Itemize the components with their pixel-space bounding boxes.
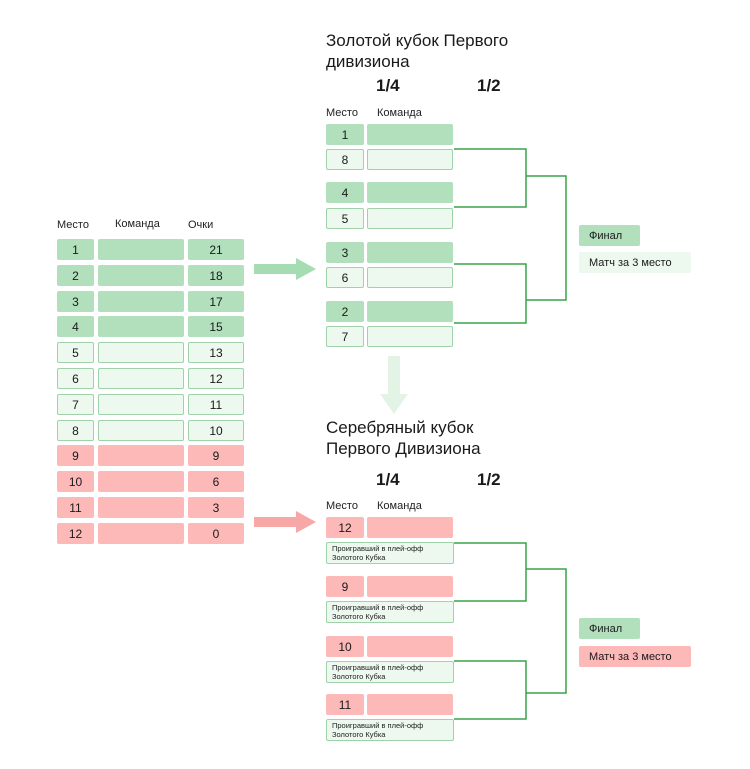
standings-team-cell xyxy=(98,239,184,260)
gold-team-slot xyxy=(367,182,453,203)
gold-seed-cell: 7 xyxy=(326,326,364,347)
gold-bracket-lines xyxy=(454,148,567,324)
standings-team-cell xyxy=(98,265,184,286)
standings-points-cell: 11 xyxy=(188,394,244,415)
gold-third-place-badge: Матч за 3 место xyxy=(579,252,691,273)
standings-place-cell: 3 xyxy=(57,291,94,312)
silver-round-quarter: 1/4 xyxy=(376,470,400,489)
standings-team-cell xyxy=(98,523,184,544)
standings-points-cell: 12 xyxy=(188,368,244,389)
loser-line1: Проигравший в плей-офф xyxy=(332,603,424,612)
gold-team-slot xyxy=(367,267,453,288)
standings-team-cell xyxy=(98,471,184,492)
standings-team-cell xyxy=(98,316,184,337)
standings-team-cell xyxy=(98,497,184,518)
gold-seed-cell: 6 xyxy=(326,267,364,288)
gold-team-slot xyxy=(367,326,453,347)
silver-seed-cell: 10 xyxy=(326,636,364,657)
gold-seed-cell: 5 xyxy=(326,208,364,229)
standings-place-cell: 8 xyxy=(57,420,94,441)
standings-place-cell: 5 xyxy=(57,342,94,363)
gold-seed-cell: 1 xyxy=(326,124,364,145)
loser-line1: Проигравший в плей-офф xyxy=(332,663,424,672)
gold-cup-title-line2: дивизиона xyxy=(326,52,410,71)
standings-points-cell: 3 xyxy=(188,497,244,518)
standings-points-cell: 9 xyxy=(188,445,244,466)
gold-seed-cell: 2 xyxy=(326,301,364,322)
silver-team-slot xyxy=(367,636,453,657)
silver-third-place-badge: Матч за 3 место xyxy=(579,646,691,667)
standings-points-cell: 21 xyxy=(188,239,244,260)
loser-line2: Золотого Кубка xyxy=(332,553,386,562)
gold-team-slot xyxy=(367,124,453,145)
silver-cup-title-line1: Серебряный кубок xyxy=(326,418,474,437)
standings-points-cell: 15 xyxy=(188,316,244,337)
arrow-to-gold-icon xyxy=(254,258,316,280)
silver-col-place: Место xyxy=(326,500,358,512)
standings-header-points: Очки xyxy=(188,219,214,231)
standings-team-cell xyxy=(98,342,184,363)
gold-round-quarter: 1/4 xyxy=(376,76,400,95)
gold-final-badge: Финал xyxy=(579,225,640,246)
standings-place-cell: 12 xyxy=(57,523,94,544)
standings-header-team: Команда xyxy=(115,218,160,230)
standings-points-cell: 10 xyxy=(188,420,244,441)
standings-points-cell: 13 xyxy=(188,342,244,363)
silver-seed-cell: 12 xyxy=(326,517,364,538)
gold-team-slot xyxy=(367,242,453,263)
gold-col-place: Место xyxy=(326,107,358,119)
gold-col-team: Команда xyxy=(377,107,422,119)
silver-seed-cell: 11 xyxy=(326,694,364,715)
standings-place-cell: 4 xyxy=(57,316,94,337)
silver-seed-cell: 9 xyxy=(326,576,364,597)
silver-round-semi: 1/2 xyxy=(477,470,501,489)
loser-line1: Проигравший в плей-офф xyxy=(332,721,424,730)
gold-team-slot xyxy=(367,301,453,322)
silver-final-badge: Финал xyxy=(579,618,640,639)
standings-place-cell: 9 xyxy=(57,445,94,466)
loser-line1: Проигравший в плей-офф xyxy=(332,544,424,553)
gold-round-semi: 1/2 xyxy=(477,76,501,95)
silver-team-slot xyxy=(367,576,453,597)
standings-header-place: Место xyxy=(57,219,89,231)
standings-place-cell: 6 xyxy=(57,368,94,389)
standings-team-cell xyxy=(98,420,184,441)
standings-team-cell xyxy=(98,291,184,312)
standings-points-cell: 18 xyxy=(188,265,244,286)
gold-seed-cell: 4 xyxy=(326,182,364,203)
standings-points-cell: 6 xyxy=(188,471,244,492)
standings-place-cell: 11 xyxy=(57,497,94,518)
silver-cup-title-line2: Первого Дивизиона xyxy=(326,439,481,458)
standings-team-cell xyxy=(98,445,184,466)
silver-team-slot xyxy=(367,694,453,715)
loser-line2: Золотого Кубка xyxy=(332,672,386,681)
gold-team-slot xyxy=(367,149,453,170)
gold-cup-title-line1: Золотой кубок Первого xyxy=(326,31,509,50)
silver-col-team: Команда xyxy=(377,500,422,512)
loser-line2: Золотого Кубка xyxy=(332,730,386,739)
gold-seed-cell: 3 xyxy=(326,242,364,263)
standings-place-cell: 1 xyxy=(57,239,94,260)
standings-team-cell xyxy=(98,394,184,415)
standings-place-cell: 10 xyxy=(57,471,94,492)
standings-team-cell xyxy=(98,368,184,389)
standings-points-cell: 17 xyxy=(188,291,244,312)
standings-place-cell: 2 xyxy=(57,265,94,286)
gold-team-slot xyxy=(367,208,453,229)
arrow-to-silver-icon xyxy=(254,511,316,533)
loser-line2: Золотого Кубка xyxy=(332,612,386,621)
silver-bracket-lines xyxy=(454,542,567,720)
standings-place-cell: 7 xyxy=(57,394,94,415)
standings-points-cell: 0 xyxy=(188,523,244,544)
silver-team-slot xyxy=(367,517,453,538)
arrow-gold-to-silver-icon xyxy=(380,356,408,414)
gold-seed-cell: 8 xyxy=(326,149,364,170)
